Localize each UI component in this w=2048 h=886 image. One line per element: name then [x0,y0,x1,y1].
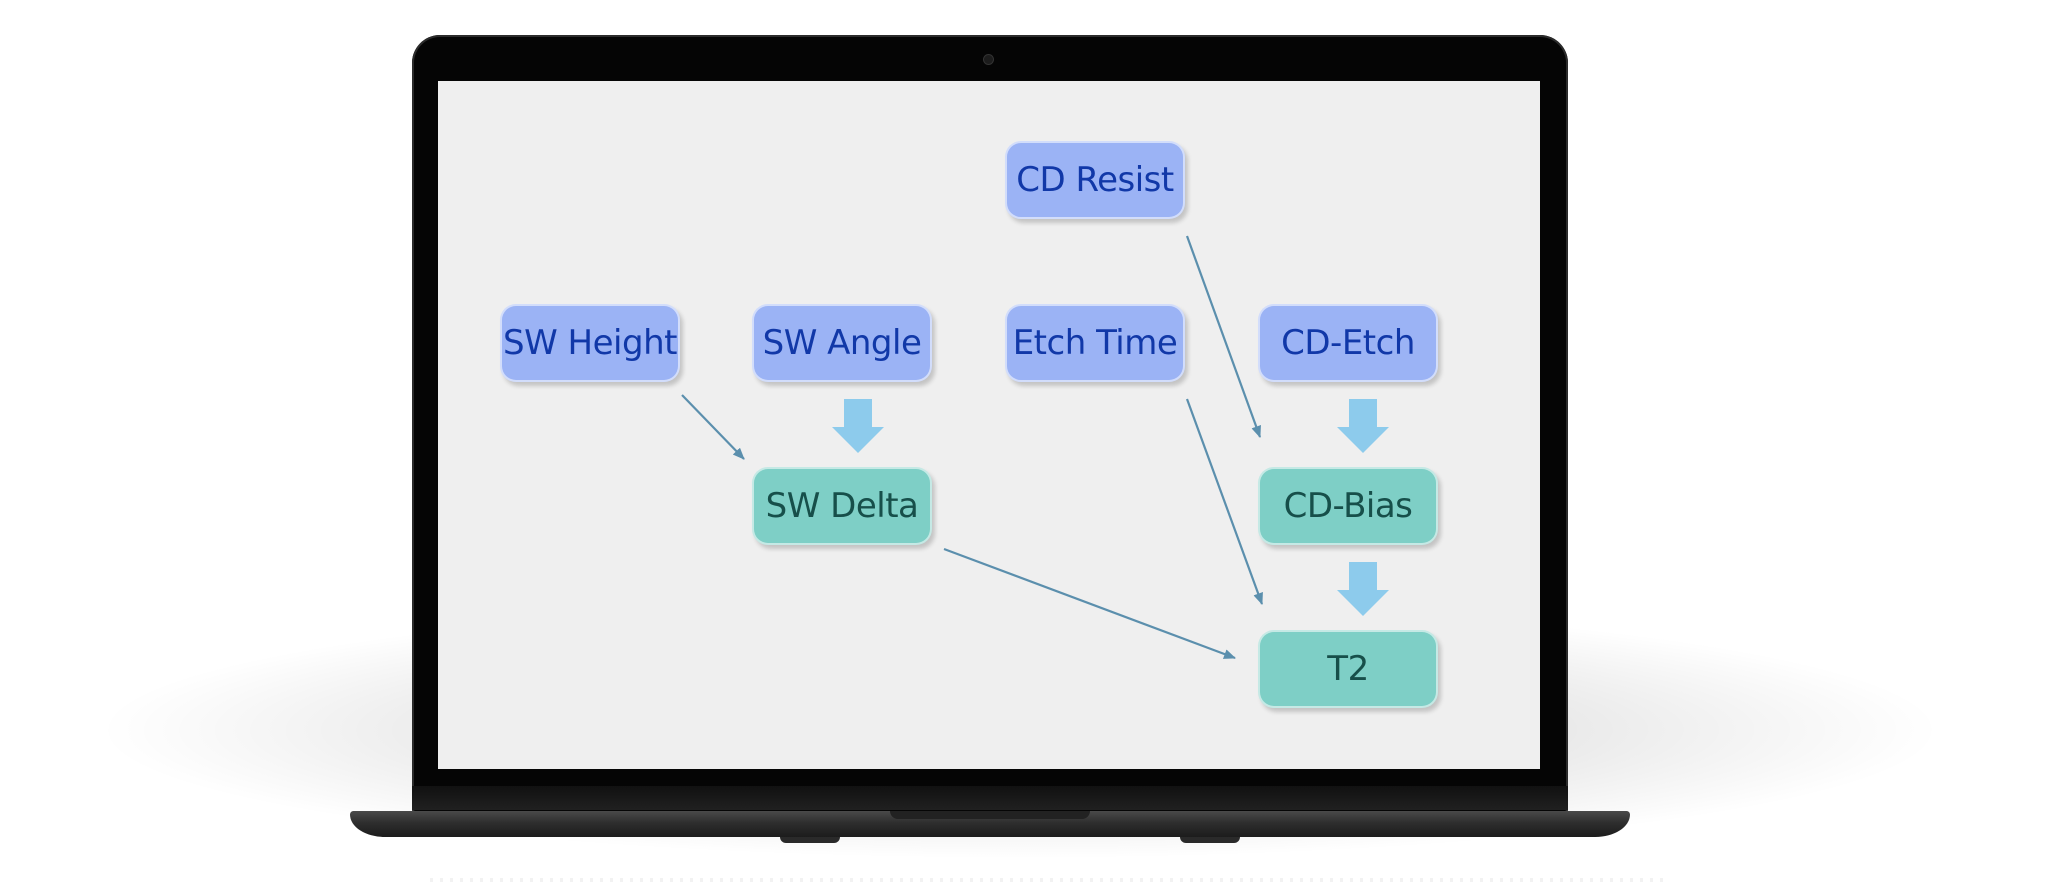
laptop-screen: CD Resist SW Height SW Angle Etch Time C… [438,81,1540,769]
laptop-foot-right [1180,837,1240,843]
laptop-hinge [412,786,1568,810]
node-etch-time[interactable]: Etch Time [1005,304,1185,382]
node-sw-angle[interactable]: SW Angle [752,304,932,382]
edge-layer [681,235,1389,660]
edge-cdresist-to-cdbias [1185,235,1262,438]
block-arrow-swangle-to-swdelta [832,399,884,453]
edge-swheight-to-swdelta [681,394,745,460]
node-cd-bias[interactable]: CD-Bias [1258,467,1438,545]
node-sw-delta[interactable]: SW Delta [752,467,932,545]
node-cd-resist[interactable]: CD Resist [1005,141,1185,219]
node-sw-height[interactable]: SW Height [500,304,680,382]
node-cd-etch[interactable]: CD-Etch [1258,304,1438,382]
laptop-foot-left [780,837,840,843]
surface-reflection [430,878,1670,882]
block-arrow-cdetch-to-cdbias [1337,399,1389,453]
edge-etchtime-to-t2 [1185,398,1264,605]
block-arrow-cdbias-to-t2 [1337,562,1389,616]
node-t2[interactable]: T2 [1258,630,1438,708]
webcam-icon [984,55,993,64]
edge-swdelta-to-t2 [943,547,1236,660]
laptop-opening-notch [890,811,1090,819]
